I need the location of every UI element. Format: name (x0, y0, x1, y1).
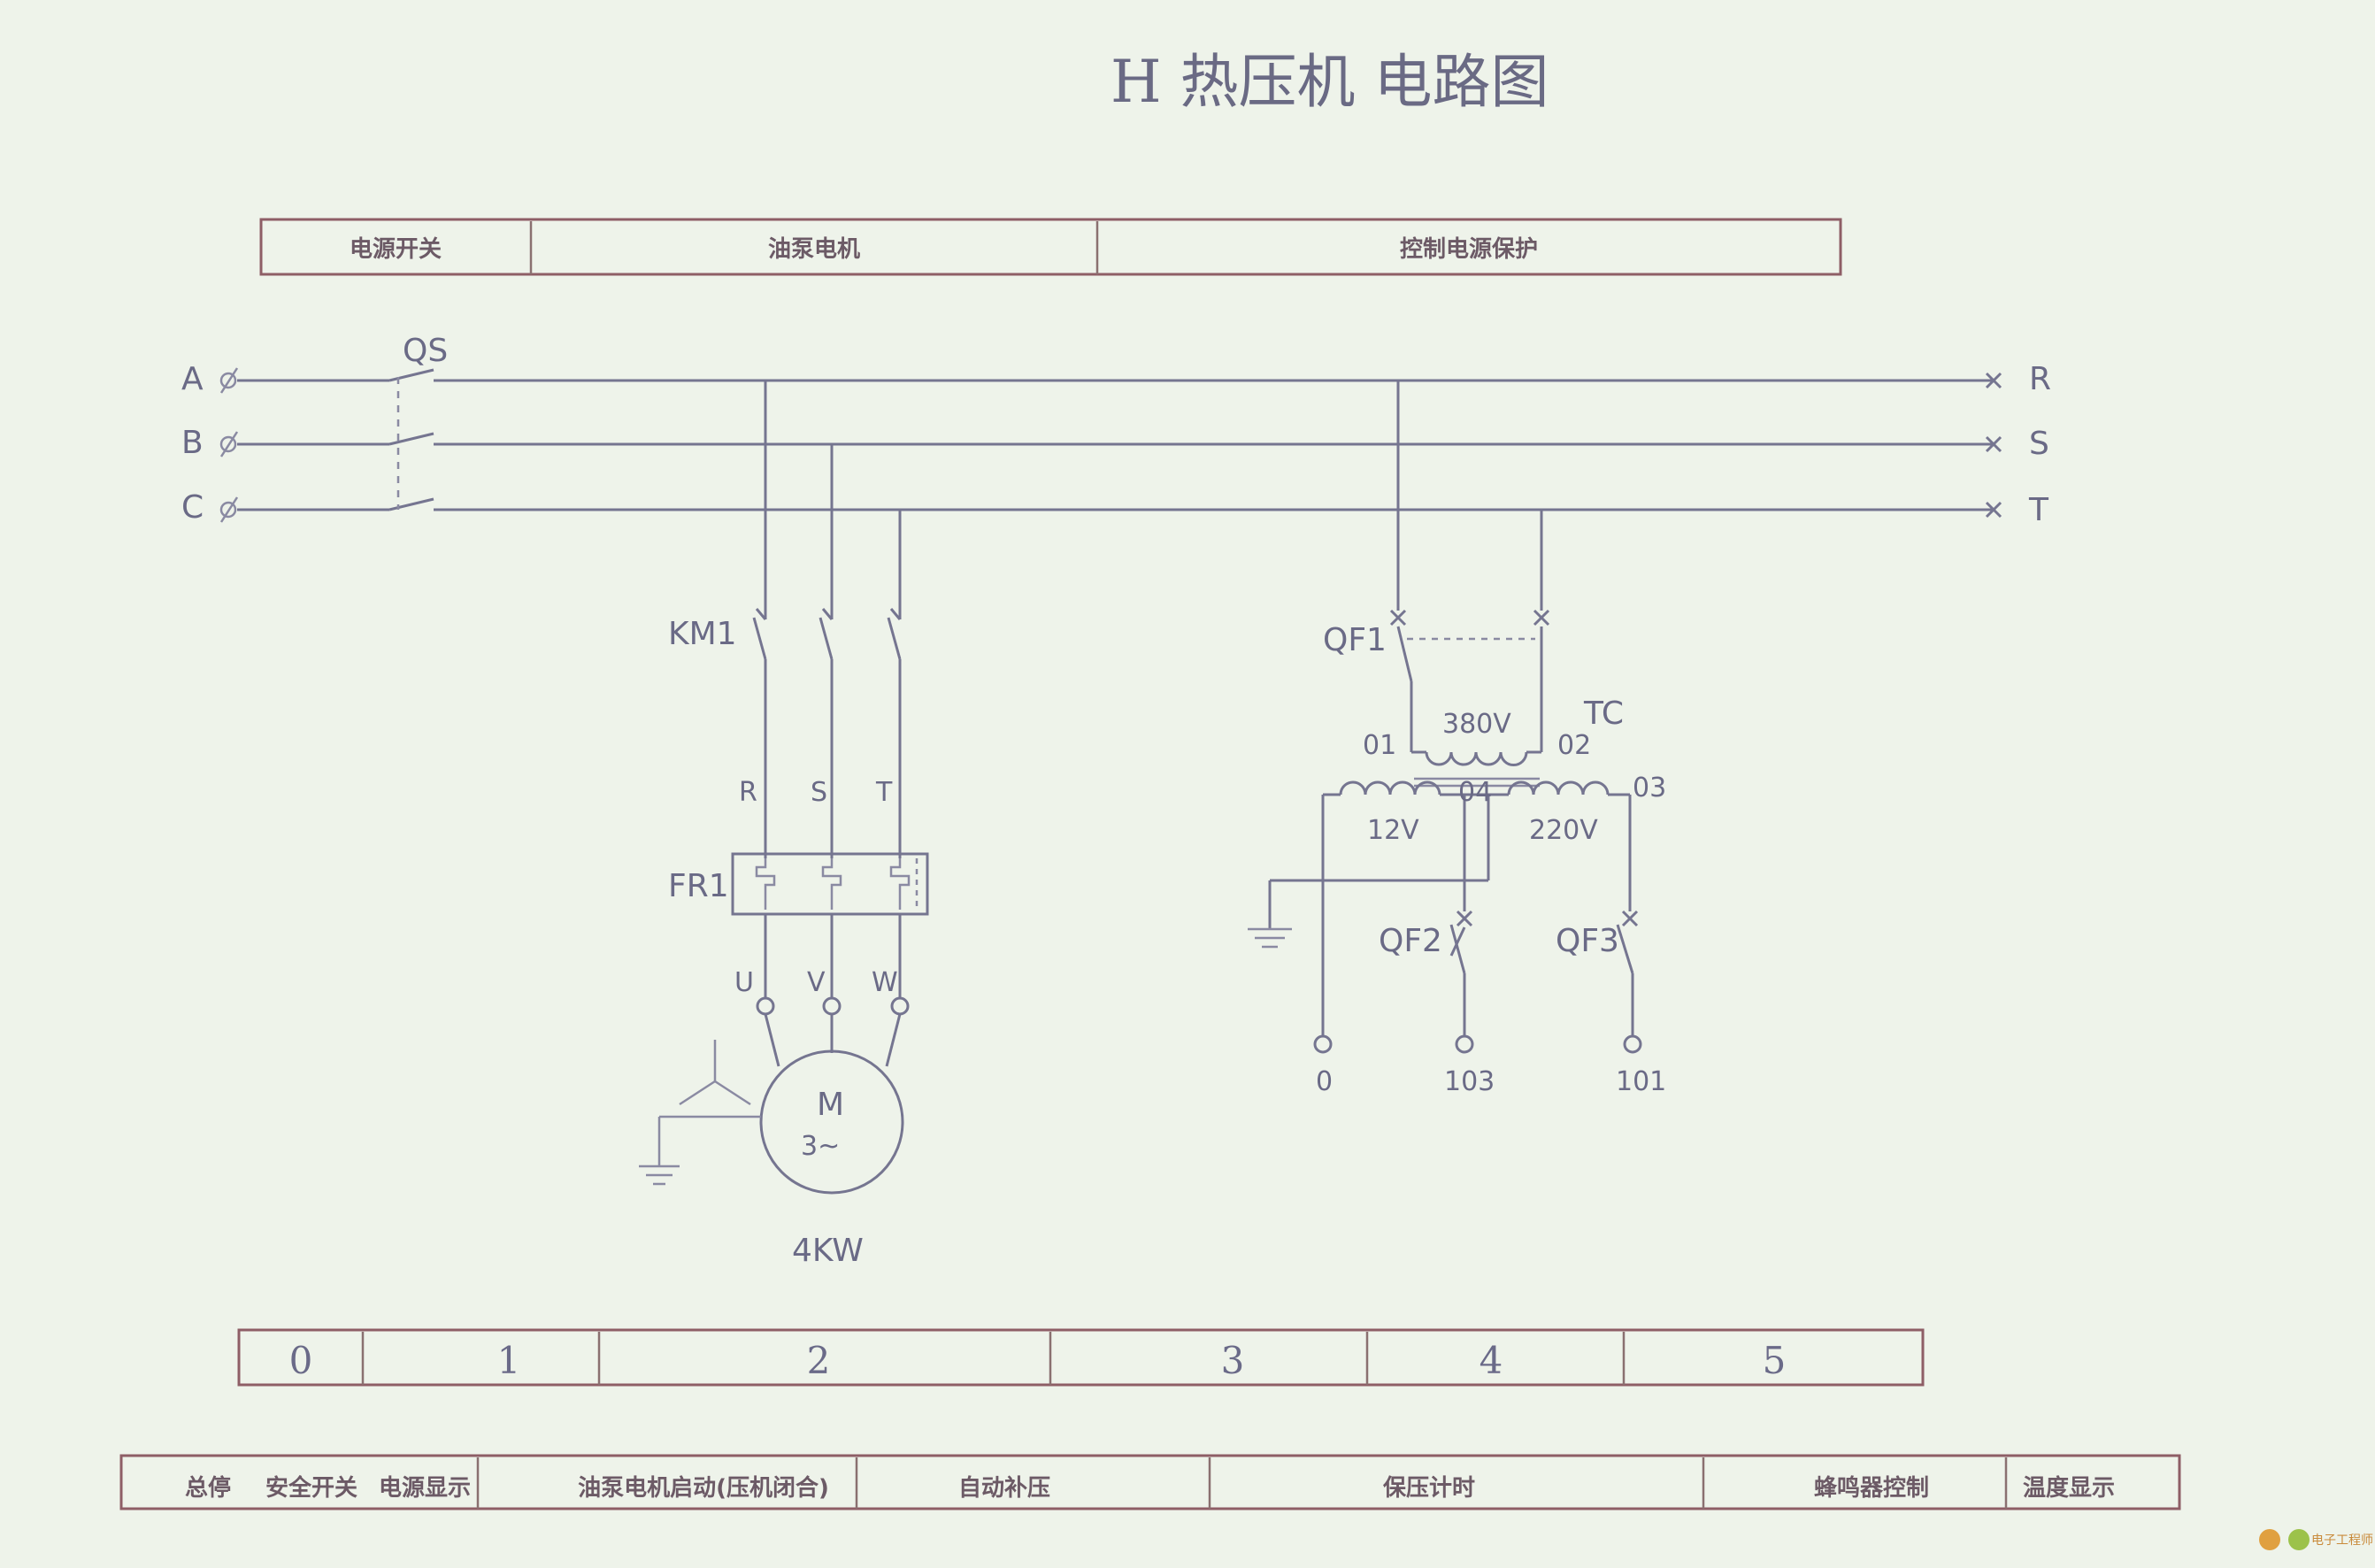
label-qf1: QF1 (1323, 622, 1387, 658)
header-table: 电源开关 油泵电机 控制电源保护 (259, 218, 1842, 276)
motor-power-label: 4KW (792, 1233, 864, 1269)
qs-switch (388, 368, 434, 511)
footer-cell-hold-timer: 保压计时 (1382, 1475, 1475, 1502)
motor-ground-icon (639, 1040, 761, 1186)
column-number-strip: 0 1 2 3 4 5 (237, 1328, 1925, 1387)
fr1-thermal-relay (731, 852, 929, 916)
phase-label-a: A (181, 361, 204, 397)
column-number-1: 1 (497, 1339, 521, 1382)
secondary-right-voltage: 220V (1529, 815, 1598, 846)
qf3-breaker (1616, 910, 1642, 1054)
motor-terminal-r: R (739, 777, 757, 808)
qf2-breaker (1449, 872, 1474, 1054)
motor-phase-label: 3~ (801, 1131, 840, 1162)
footer-cell-power-indicator: 电源显示 (379, 1475, 471, 1502)
phase-label-b: B (181, 425, 204, 461)
header-cell-control-protection: 控制电源保护 (1400, 236, 1538, 263)
label-tc: TC (1583, 696, 1624, 732)
label-qs: QS (403, 333, 448, 369)
column-number-5: 5 (1763, 1339, 1787, 1382)
tap-label-01: 01 (1363, 730, 1396, 761)
column-number-4: 4 (1480, 1339, 1503, 1382)
motor-terminal-v: V (807, 967, 826, 998)
footer-table: 总停 安全开关 电源显示 油泵电机启动(压机闭合) 自动补压 保压计时 蜂鸣器控… (119, 1454, 2181, 1510)
footer-cell-emergency-stop: 总停 (185, 1474, 231, 1502)
tap-label-02: 02 (1557, 730, 1591, 761)
motor-label: M (817, 1087, 844, 1123)
motor-terminal-s: S (811, 777, 827, 808)
motor-branch (752, 380, 902, 858)
output-terminal-103: 103 (1444, 1066, 1495, 1097)
column-number-2: 2 (807, 1339, 831, 1382)
motor-terminal-t: T (875, 777, 893, 808)
output-terminal-101: 101 (1616, 1066, 1666, 1097)
page-title: H 热压机 电路图 (1111, 48, 1549, 116)
transformer-primary-voltage: 380V (1442, 709, 1511, 740)
footer-cell-temperature-display: 温度显示 (2023, 1474, 2115, 1502)
motor-leads (756, 914, 910, 1067)
motor-terminal-u: U (734, 967, 754, 998)
transformer-secondary (1248, 780, 1632, 1037)
bus-lines (434, 372, 2002, 519)
header-cell-pump-motor: 油泵电机 (768, 236, 860, 263)
watermark-text: 电子工程师 gitong.com (2311, 1533, 2375, 1548)
terminal-0-circle (1313, 1034, 1333, 1054)
secondary-left-voltage: 12V (1367, 815, 1419, 846)
footer-cell-safety-switch: 安全开关 (265, 1474, 357, 1502)
tap-label-04: 04 (1458, 777, 1492, 808)
footer-cell-buzzer-control: 蜂鸣器控制 (1814, 1474, 1929, 1502)
tap-label-03: 03 (1633, 772, 1666, 803)
phase-label-s: S (2029, 426, 2049, 462)
phase-label-t: T (2028, 492, 2049, 528)
label-fr1: FR1 (668, 868, 729, 904)
footer-cell-auto-repressure: 自动补压 (958, 1474, 1050, 1502)
label-km1: KM1 (668, 616, 737, 652)
watermark-logo-icon: 电子工程师 gitong.com (2259, 1529, 2375, 1550)
phase-label-r: R (2029, 361, 2051, 397)
column-number-3: 3 (1221, 1339, 1245, 1382)
output-terminal-0: 0 (1316, 1066, 1333, 1097)
motor (759, 1049, 904, 1195)
footer-cell-pump-start: 油泵电机启动(压机闭合) (578, 1474, 829, 1502)
label-qf3: QF3 (1556, 923, 1619, 959)
label-qf2: QF2 (1379, 923, 1442, 959)
header-cell-power-switch: 电源开关 (350, 236, 442, 263)
motor-terminal-w: W (872, 967, 898, 998)
phase-label-c: C (181, 489, 204, 526)
control-branch (1389, 380, 1550, 754)
column-number-0: 0 (289, 1339, 313, 1382)
input-terminals (219, 367, 389, 523)
